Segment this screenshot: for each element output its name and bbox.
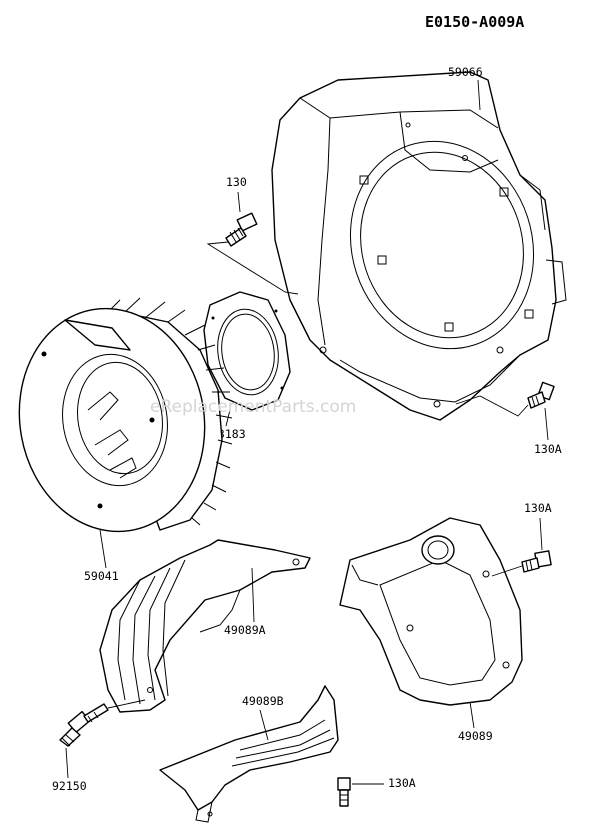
label-cover-plate: 49089 [458,729,493,743]
diagram-id: E0150-A009A [425,13,524,31]
label-stud-bolt: 92150 [52,779,87,793]
cover-plate-49089[interactable] [339,517,523,706]
cover-49089A[interactable] [99,539,311,713]
label-cover-a: 49089A [224,623,266,637]
bolt-130A-mid-right[interactable] [521,550,552,573]
flywheel-fan-59041[interactable] [2,294,233,547]
label-bolt-right: 130A [534,442,562,456]
label-bolt-top: 130 [226,175,247,189]
label-cover-b: 49089B [242,694,284,708]
gasket-13183[interactable] [203,291,291,411]
bolt-130-top[interactable] [225,212,258,247]
watermark: eReplacementParts.com [150,397,356,417]
cover-49089B[interactable] [159,685,339,823]
label-housing: 59066 [448,65,483,79]
bolt-130A-right[interactable] [527,381,555,409]
bolt-130A-bottom[interactable] [337,777,351,807]
label-bolt-bottom: 130A [388,776,416,790]
housing-59066[interactable] [271,71,567,421]
stud-bolt-92150[interactable] [59,703,109,747]
label-flywheel: 59041 [84,569,119,583]
label-bolt-mid-right: 130A [524,501,552,515]
